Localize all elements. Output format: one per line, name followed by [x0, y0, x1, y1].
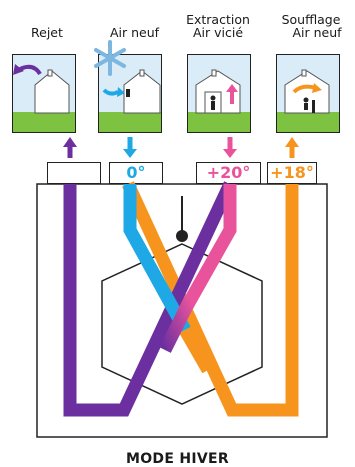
soufflage-arrowhead-icon: [312, 83, 322, 93]
unit-outline: [36, 183, 328, 438]
arrow-extraction-down-icon: [223, 137, 237, 158]
label-rejet: Rejet: [31, 25, 63, 40]
label-soufflage: Soufflage: [281, 12, 341, 27]
rejet-arrowhead-icon: [13, 64, 24, 75]
pink-to-purple-transition: [159, 297, 196, 353]
temp-box-air-neuf: 0°: [109, 162, 163, 184]
label-extraction: Extraction: [186, 12, 250, 27]
arrow-air-neuf-down-icon: [123, 137, 137, 158]
chair-icon: [303, 97, 315, 113]
blue-airflow: [123, 184, 191, 334]
pink-airflow: [176, 184, 237, 319]
house-icon: [34, 69, 330, 114]
mode-title: MODE HIVER: [126, 451, 229, 467]
person-icon: [210, 95, 216, 110]
arrow-soufflage-up-icon: [285, 137, 299, 158]
temp-box-soufflage: +18°: [267, 162, 317, 184]
extraction-arrowhead-icon: [226, 84, 238, 92]
air-neuf-arrowhead-icon: [117, 87, 125, 97]
damper-knob: [176, 230, 188, 242]
air-inlet-icon: [126, 89, 130, 97]
blue-to-orange-transition: [179, 326, 214, 374]
label-air-vicie: Air vicié: [192, 25, 244, 40]
purple-airflow: [63, 181, 236, 417]
label-air-neuf: Air neuf: [110, 25, 160, 40]
air-neuf-arrow-icon: [102, 88, 119, 96]
snowflake-icon: [94, 40, 126, 76]
label-air-neuf-soufflage: Air neuf: [292, 25, 342, 40]
arrow-rejet-up-icon: [63, 137, 77, 158]
heat-exchanger: [101, 243, 263, 405]
